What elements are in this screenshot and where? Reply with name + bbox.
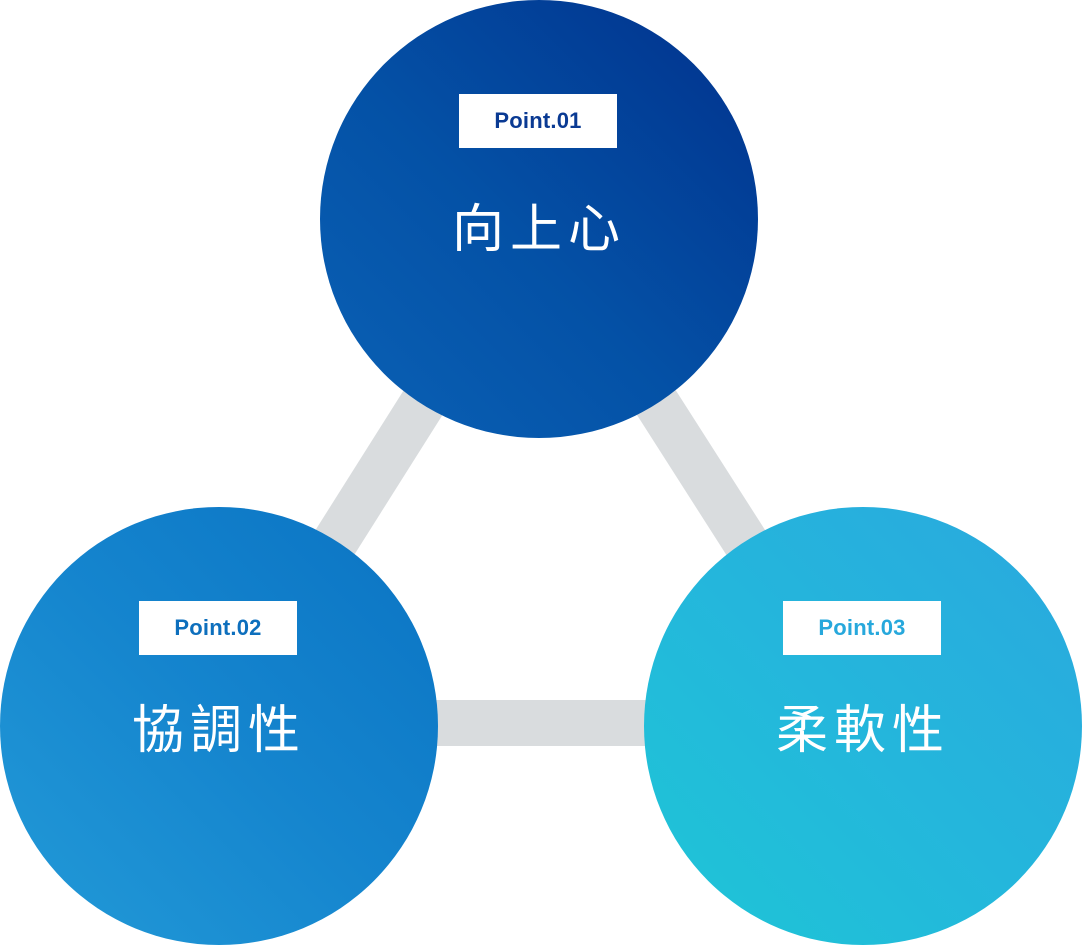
point-01-circle: Point.01 向上心 (320, 0, 758, 438)
point-01-label: 向上心 (451, 200, 626, 260)
point-02-badge: Point.02 (139, 601, 297, 655)
point-03-circle: Point.03 柔軟性 (644, 507, 1082, 945)
point-01-badge: Point.01 (459, 94, 617, 148)
point-02-label: 協調性 (131, 701, 306, 761)
point-03-label: 柔軟性 (775, 701, 950, 761)
point-02-circle: Point.02 協調性 (0, 507, 438, 945)
point-03-badge: Point.03 (783, 601, 941, 655)
